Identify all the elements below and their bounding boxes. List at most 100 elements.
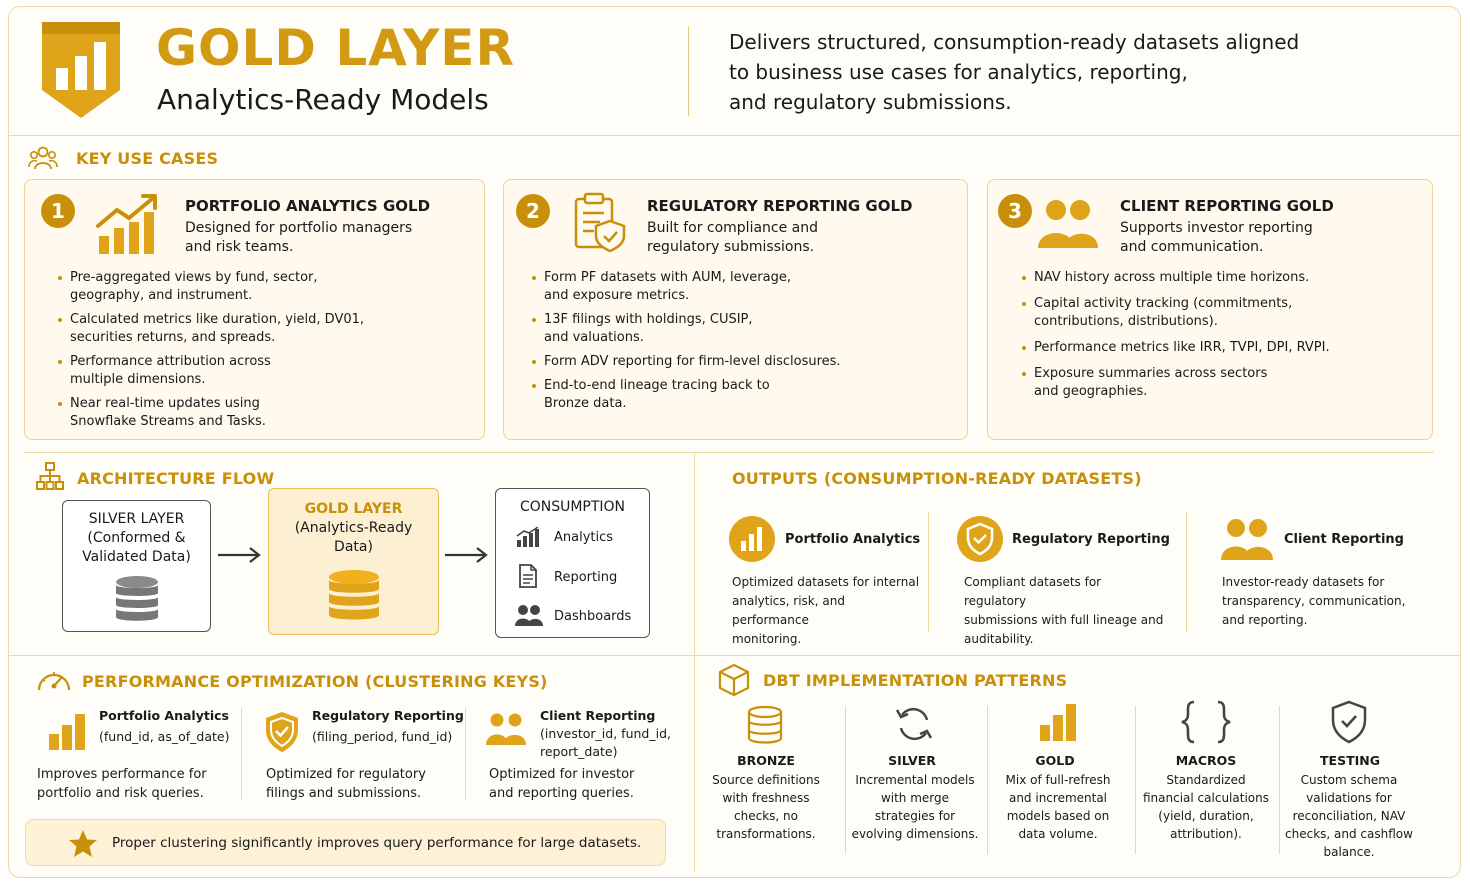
dbt-title: TESTING — [1320, 753, 1380, 768]
shield-check-icon — [266, 712, 298, 752]
output-description: Investor-ready datasets for transparency… — [1222, 575, 1406, 627]
perf-title: Portfolio Analytics — [99, 708, 229, 723]
number-badge: 2 — [516, 194, 550, 228]
list-item: Form ADV reporting for firm-level disclo… — [530, 353, 950, 371]
section-title-key-use-cases: KEY USE CASES — [76, 149, 219, 168]
users-icon — [486, 713, 526, 745]
header-description: Delivers structured, consumption-ready d… — [729, 30, 1300, 114]
output-title: Client Reporting — [1284, 532, 1404, 547]
arrow-right-icon — [445, 547, 488, 563]
consumption-item-dashboards: Dashboards — [554, 609, 632, 624]
divider — [694, 452, 695, 872]
use-case-card-client: 3 CLIENT REPORTING GOLD Supports investo… — [987, 179, 1433, 440]
divider — [845, 706, 846, 854]
divider — [241, 708, 242, 800]
output-description: Optimized datasets for internal analytic… — [732, 575, 920, 646]
card-title: CLIENT REPORTING GOLD — [1120, 197, 1334, 215]
number-badge: 3 — [998, 194, 1032, 228]
cube-icon — [718, 663, 750, 697]
list-item: NAV history across multiple time horizon… — [1020, 269, 1420, 287]
perf-description: Improves performance for portfolio and r… — [37, 767, 207, 801]
silver-layer-box: SILVER LAYER (Conformed & Validated Data… — [62, 500, 211, 632]
section-title-outputs: OUTPUTS (CONSUMPTION-READY DATASETS) — [732, 469, 1142, 488]
divider — [9, 655, 1460, 656]
bar-chart-icon — [49, 714, 85, 750]
users-icon — [515, 605, 543, 626]
dbt-description: Custom schema validations for reconcilia… — [1285, 773, 1413, 859]
users-group-icon — [28, 146, 58, 170]
growth-chart-icon — [96, 194, 157, 254]
divider — [928, 512, 929, 632]
consumption-box: CONSUMPTION — [495, 488, 650, 638]
card-description: Built for compliance and regulatory subm… — [647, 220, 819, 255]
section-title-performance: PERFORMANCE OPTIMIZATION (CLUSTERING KEY… — [82, 672, 548, 691]
number-badge: 1 — [41, 194, 75, 228]
dbt-title: BRONZE — [737, 753, 795, 768]
perf-description: Optimized for regulatory filings and sub… — [266, 767, 426, 801]
dbt-description: Mix of full-refresh and incremental mode… — [1005, 773, 1111, 841]
users-icon — [1038, 200, 1098, 248]
page-subtitle: Analytics-Ready Models — [157, 83, 489, 116]
bullet-list: Pre-aggregated views by fund, sector,geo… — [56, 269, 476, 437]
gold-layer-box: GOLD LAYER (Analytics-Ready Data) — [268, 488, 439, 635]
divider — [9, 135, 1460, 136]
refresh-icon — [895, 707, 933, 741]
section-title-architecture: ARCHITECTURE FLOW — [77, 469, 275, 488]
perf-title: Client Reporting — [540, 708, 656, 723]
divider — [24, 452, 1434, 453]
performance-note: Proper clustering significantly improves… — [25, 819, 666, 866]
dbt-description: Source definitions with freshness checks… — [712, 773, 820, 841]
dbt-description: Incremental models with merge strategies… — [851, 773, 979, 841]
card-description: Supports investor reporting and communic… — [1120, 220, 1313, 255]
list-item: Pre-aggregated views by fund, sector,geo… — [56, 269, 476, 305]
shield-check-icon — [957, 516, 1003, 562]
output-title: Regulatory Reporting — [1012, 532, 1170, 547]
consumption-item-analytics: Analytics — [554, 530, 614, 545]
database-gold-icon — [329, 570, 379, 620]
consumption-item-reporting: Reporting — [554, 570, 618, 585]
curly-braces-icon — [1181, 700, 1231, 744]
dbt-title: GOLD — [1035, 753, 1075, 768]
output-title: Portfolio Analytics — [785, 532, 921, 547]
document-icon — [519, 564, 537, 588]
database-icon — [747, 705, 783, 744]
shield-check-icon — [1331, 700, 1367, 744]
clustering-keys: (investor_id, fund_id, report_date) — [540, 726, 671, 759]
speedometer-icon — [37, 672, 71, 691]
header-divider — [688, 26, 689, 116]
divider — [987, 706, 988, 854]
arrow-right-icon — [218, 547, 261, 563]
perf-description: Optimized for investor and reporting que… — [489, 767, 635, 801]
bar-chart-icon — [1040, 704, 1076, 741]
infographic-frame — [8, 6, 1461, 878]
analytics-icon — [516, 527, 539, 547]
clustering-keys: (fund_id, as_of_date) — [99, 729, 230, 744]
dbt-description: Standardized financial calculations (yie… — [1143, 773, 1269, 841]
card-title: REGULATORY REPORTING GOLD — [647, 197, 913, 215]
database-icon — [116, 576, 158, 621]
hierarchy-icon — [36, 462, 64, 490]
page-title: GOLD LAYER — [156, 19, 515, 77]
users-icon — [1221, 519, 1273, 560]
dbt-title: MACROS — [1175, 753, 1237, 768]
bullet-list: Form PF datasets with AUM, leverage,and … — [530, 269, 950, 419]
list-item: Calculated metrics like duration, yield,… — [56, 311, 476, 347]
section-title-dbt: DBT IMPLEMENTATION PATTERNS — [763, 671, 1068, 690]
clipboard-shield-icon — [574, 192, 626, 253]
list-item: Performance metrics like IRR, TVPI, DPI,… — [1020, 339, 1420, 357]
bar-chart-shield-logo — [42, 22, 120, 118]
list-item: Capital activity tracking (commitments,c… — [1020, 295, 1420, 331]
use-case-card-portfolio: 1 PORTFOLIO ANALYTICS GOLD Designed for … — [24, 179, 485, 440]
perf-title: Regulatory Reporting — [312, 708, 464, 723]
list-item: 13F filings with holdings, CUSIP,and val… — [530, 311, 950, 347]
note-text: Proper clustering significantly improves… — [112, 835, 642, 851]
star-icon — [69, 830, 97, 857]
list-item: Form PF datasets with AUM, leverage,and … — [530, 269, 950, 305]
divider — [1279, 706, 1280, 854]
divider — [465, 708, 466, 800]
output-description: Compliant datasets for regulatory submis… — [964, 575, 1164, 646]
card-title: PORTFOLIO ANALYTICS GOLD — [185, 197, 431, 215]
